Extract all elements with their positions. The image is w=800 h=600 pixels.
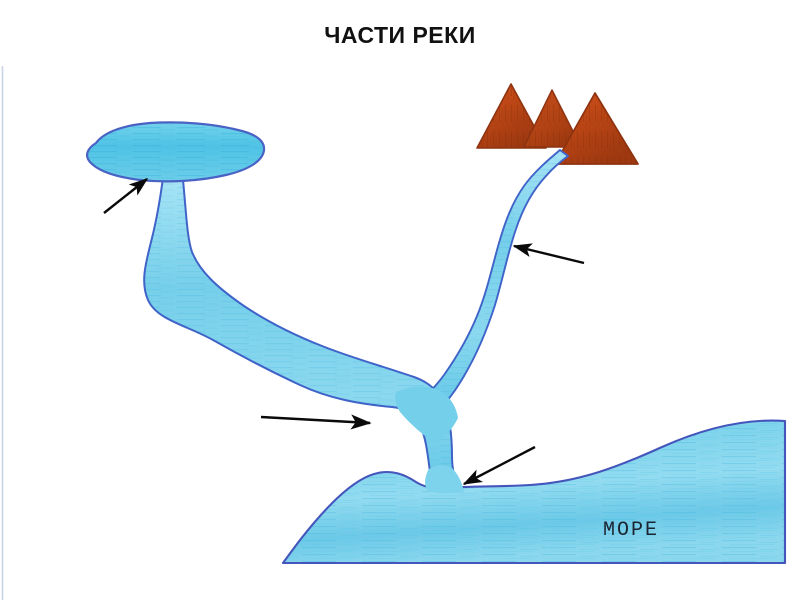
mountain-range <box>476 83 639 165</box>
arrow-to-mouth <box>462 445 536 486</box>
annotation-arrows <box>103 178 585 486</box>
mountain-middle <box>523 89 582 148</box>
sea-label: МОРЕ <box>603 519 660 542</box>
arrow-to-main-river <box>260 414 372 430</box>
sea-body <box>281 419 787 565</box>
mountain-right <box>554 92 639 165</box>
mountain-tributary <box>420 149 569 413</box>
river-confluence <box>395 386 458 444</box>
main-river-from-lake <box>143 177 462 492</box>
arrow-to-tributary <box>512 243 585 265</box>
page-title: ЧАСТИ РЕКИ <box>324 22 476 48</box>
mountain-left <box>476 83 547 149</box>
arrow-to-source <box>103 178 149 214</box>
river-mouth <box>425 465 464 494</box>
lake-source <box>86 121 266 183</box>
